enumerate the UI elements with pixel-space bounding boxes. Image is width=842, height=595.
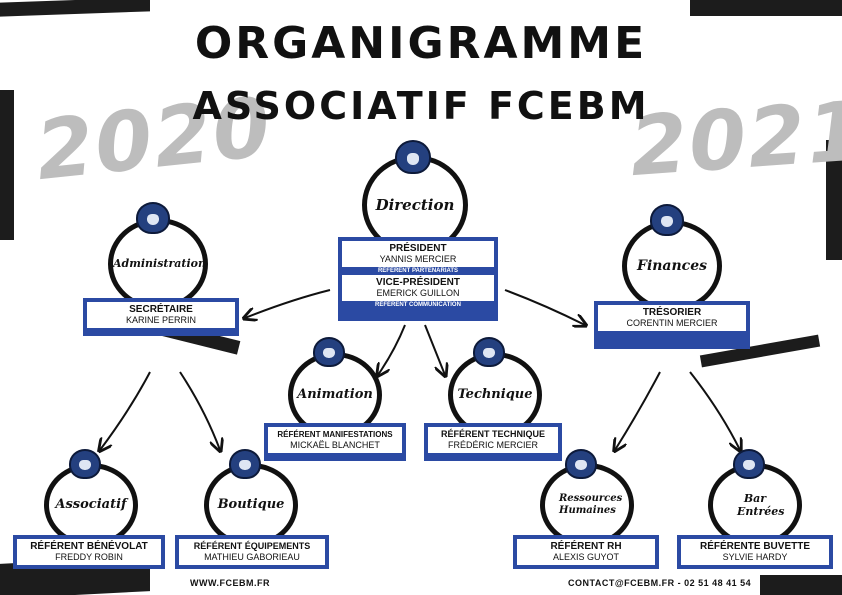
label-technique: Technique (457, 387, 533, 402)
lion-icon (313, 337, 345, 367)
card-associatif: RÉFÉRENT BÉNÉVOLAT FREDDY ROBIN (13, 535, 165, 569)
footer-website[interactable]: WWW.FCEBM.FR (190, 578, 270, 588)
arrow-direction-animation (378, 324, 406, 375)
role-secretaire: SECRÉTAIRE (129, 304, 193, 315)
person-vice-president: EMERICK GUILLON (376, 288, 460, 298)
label-direction: Direction (375, 196, 455, 214)
page-title-line1: ORGANIGRAMME (194, 18, 648, 69)
label-associatif: Associatif (55, 497, 127, 512)
lion-icon (733, 449, 765, 479)
person-president: YANNIS MERCIER (379, 254, 457, 264)
card-animation: RÉFÉRENT MANIFESTATIONS MICKAËL BLANCHET (264, 423, 406, 461)
role-equipements: RÉFÉRENT ÉQUIPEMENTS (193, 541, 311, 551)
label-finances: Finances (637, 258, 707, 274)
brush-stroke-bottom-right (760, 575, 842, 595)
arrow-direction-technique (424, 324, 445, 375)
label-boutique: Boutique (217, 497, 285, 512)
role-box-buvette: RÉFÉRENTE BUVETTE SYLVIE HARDY (681, 539, 829, 565)
brush-stroke-right-edge (826, 140, 842, 260)
lion-icon (650, 204, 684, 236)
card-ressources-humaines: RÉFÉRENT RH ALEXIS GUYOT (513, 535, 659, 569)
brush-stroke-left-edge (0, 90, 14, 240)
person-rh: ALEXIS GUYOT (552, 552, 620, 562)
role-rh: RÉFÉRENT RH (550, 541, 622, 552)
role-box-tresorier: TRÉSORIER CORENTIN MERCIER (598, 305, 746, 331)
arrow-direction-administration (245, 289, 331, 318)
role-box-president: PRÉSIDENT YANNIS MERCIER (342, 241, 494, 267)
card-direction: PRÉSIDENT YANNIS MERCIER RÉFÉRENT PARTEN… (338, 237, 498, 321)
role-box-equipements: RÉFÉRENT ÉQUIPEMENTS MATHIEU GABORIEAU (179, 539, 325, 565)
lion-icon (69, 449, 101, 479)
role-box-secretaire: SECRÉTAIRE KARINE PERRIN (87, 302, 235, 328)
lion-icon (395, 140, 431, 174)
person-buvette: SYLVIE HARDY (722, 552, 788, 562)
role-box-technique: RÉFÉRENT TECHNIQUE FRÉDÉRIC MERCIER (428, 427, 558, 453)
sub-president: RÉFÉRENT PARTENARIATS (377, 268, 459, 274)
arrow-administration-associatif (100, 371, 151, 450)
role-vice-president: VICE-PRÉSIDENT (376, 277, 460, 288)
card-technique: RÉFÉRENT TECHNIQUE FRÉDÉRIC MERCIER (424, 423, 562, 461)
role-benevolat: RÉFÉRENT BÉNÉVOLAT (30, 541, 148, 552)
person-benevolat: FREDDY ROBIN (55, 552, 123, 562)
lion-icon (565, 449, 597, 479)
label-animation: Animation (297, 387, 373, 402)
card-bar-entrees: RÉFÉRENTE BUVETTE SYLVIE HARDY (677, 535, 833, 569)
brush-stroke-top-right (690, 0, 842, 16)
role-buvette: RÉFÉRENTE BUVETTE (699, 541, 810, 552)
person-equipements: MATHIEU GABORIEAU (204, 552, 300, 562)
arrow-finances-rh (615, 371, 661, 450)
arrow-administration-boutique (179, 371, 220, 450)
page-title-line2: ASSOCIATIF FCEBM (192, 84, 650, 128)
person-manifestations: MICKAËL BLANCHET (290, 440, 380, 450)
person-tresorier: CORENTIN MERCIER (626, 318, 718, 328)
role-manifestations: RÉFÉRENT MANIFESTATIONS (277, 430, 393, 439)
role-box-vice-president: VICE-PRÉSIDENT EMERICK GUILLON (342, 275, 494, 301)
role-president: PRÉSIDENT (389, 243, 447, 254)
card-administration: SECRÉTAIRE KARINE PERRIN (83, 298, 239, 336)
person-secretaire: KARINE PERRIN (125, 315, 196, 325)
person-technique: FRÉDÉRIC MERCIER (447, 440, 538, 450)
role-box-benevolat: RÉFÉRENT BÉNÉVOLAT FREDDY ROBIN (17, 539, 161, 565)
lion-icon (473, 337, 505, 367)
role-box-manifestations: RÉFÉRENT MANIFESTATIONS MICKAËL BLANCHET (268, 427, 402, 453)
label-bar-entrees: Bar Entrées (737, 492, 785, 518)
arrow-finances-buvette (689, 371, 740, 450)
sub-vice-president: RÉFÉRENT COMMUNICATION (375, 302, 461, 308)
label-ressources-humaines: Ressources Humaines (559, 493, 623, 516)
card-finances: TRÉSORIER CORENTIN MERCIER (594, 301, 750, 349)
footer-contact[interactable]: CONTACT@FCEBM.FR - 02 51 48 41 54 (568, 578, 752, 588)
lion-icon (229, 449, 261, 479)
role-box-rh: RÉFÉRENT RH ALEXIS GUYOT (517, 539, 655, 565)
card-boutique: RÉFÉRENT ÉQUIPEMENTS MATHIEU GABORIEAU (175, 535, 329, 569)
arrow-direction-finances (504, 289, 585, 325)
lion-icon (136, 202, 170, 234)
role-technique: RÉFÉRENT TECHNIQUE (440, 429, 545, 439)
label-administration: Administration (113, 257, 207, 270)
role-tresorier: TRÉSORIER (642, 307, 702, 318)
